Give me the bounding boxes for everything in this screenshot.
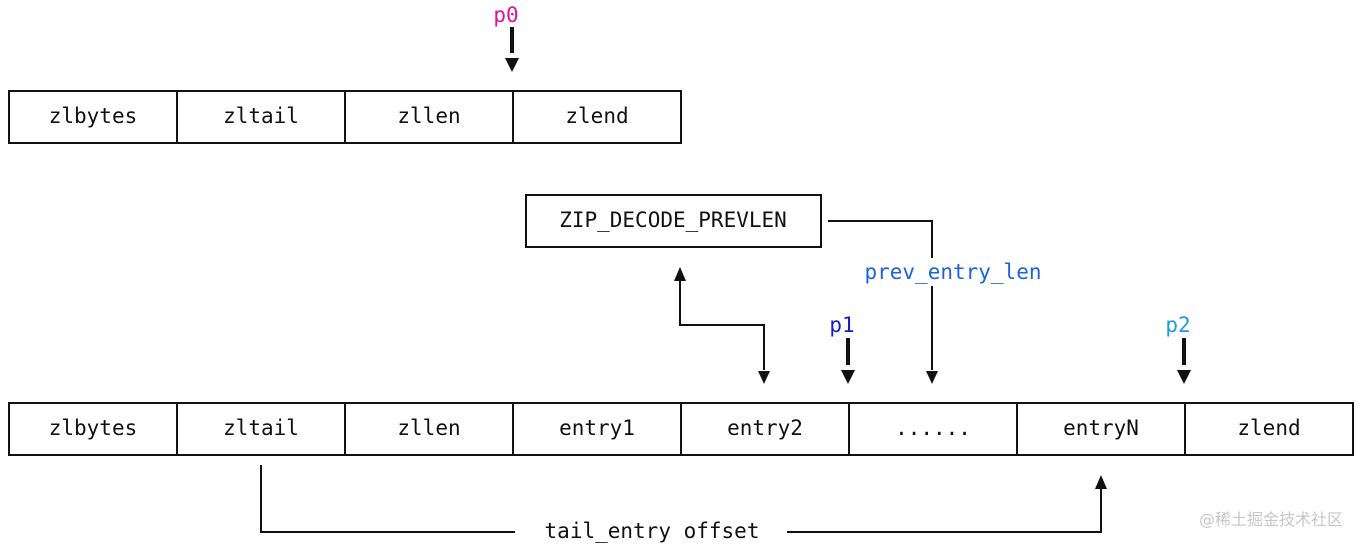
- top-row-label-zlend: zlend: [565, 104, 628, 128]
- pointer-p1-arrowhead: [841, 370, 855, 384]
- bottom-row-label-zlbytes: zlbytes: [49, 416, 138, 440]
- pointer-p1-label: p1: [829, 313, 854, 337]
- bottom-row-cell-zlbytes: [8, 402, 178, 456]
- entry2-arrowhead: [758, 371, 770, 384]
- bottom-row-cell-zlend: [1184, 402, 1354, 456]
- top-row-cell-zlend: [512, 90, 682, 144]
- bottom-ziplist-row: zlbytes zltail zllen entry1 entry2...... entr…: [8, 402, 1354, 456]
- bottom-row-cell-entryn: [1016, 402, 1186, 456]
- decode-prevlen-label: ZIP_DECODE_PREVLEN: [559, 208, 787, 232]
- bottom-row-label-zllen: zllen: [397, 416, 460, 440]
- decode-prevlen-box: [525, 194, 822, 248]
- entry2-to-decode-connector: [679, 280, 765, 370]
- bottom-row-label-entry1: entry1: [559, 416, 635, 440]
- bottom-row-label-ellipsis: ......: [895, 416, 971, 440]
- bottom-row-cell-ellipsis: [848, 402, 1018, 456]
- prev-entry-len-arrowhead: [926, 371, 938, 384]
- prev-entry-len-label: prev_entry_len: [864, 260, 1041, 284]
- bottom-row-label-entryn: entryN: [1063, 416, 1139, 440]
- tail-offset-connector-right: [787, 488, 1102, 533]
- top-row-label-zlbytes: zlbytes: [49, 104, 138, 128]
- pointer-p2-label: p2: [1165, 313, 1190, 337]
- top-ziplist-row: zlbytes zltail zllen zlend: [8, 90, 682, 144]
- bottom-row-cell-zllen: [344, 402, 514, 456]
- top-row-label-zllen: zllen: [397, 104, 460, 128]
- tail-offset-connector-left: [260, 465, 515, 533]
- pointer-p2-arrowhead: [1177, 370, 1191, 384]
- watermark: @稀土掘金技术社区: [1199, 510, 1343, 529]
- pointer-p0-label: p0: [493, 3, 518, 27]
- top-row-cell-zltail: [176, 90, 346, 144]
- bottom-row-label-zlend: zlend: [1237, 416, 1300, 440]
- top-row-label-zltail: zltail: [223, 104, 299, 128]
- tail-offset-label: tail_entry offset: [545, 519, 760, 543]
- bottom-row-cell-entry1: [512, 402, 682, 456]
- decode-box-arrowhead: [674, 267, 686, 281]
- bottom-row-cell-zltail: [176, 402, 346, 456]
- prev-entry-len-connector: [828, 220, 933, 370]
- top-row-cell-zllen: [344, 90, 514, 144]
- pointer-p0-arrowhead: [505, 58, 519, 72]
- bottom-row-cell-entry2: [680, 402, 850, 456]
- prev-entry-len-label-bg: [848, 258, 1058, 286]
- tail-offset-arrowhead: [1095, 475, 1107, 489]
- bottom-row-label-entry2: entry2: [727, 416, 803, 440]
- bottom-row-label-zltail: zltail: [223, 416, 299, 440]
